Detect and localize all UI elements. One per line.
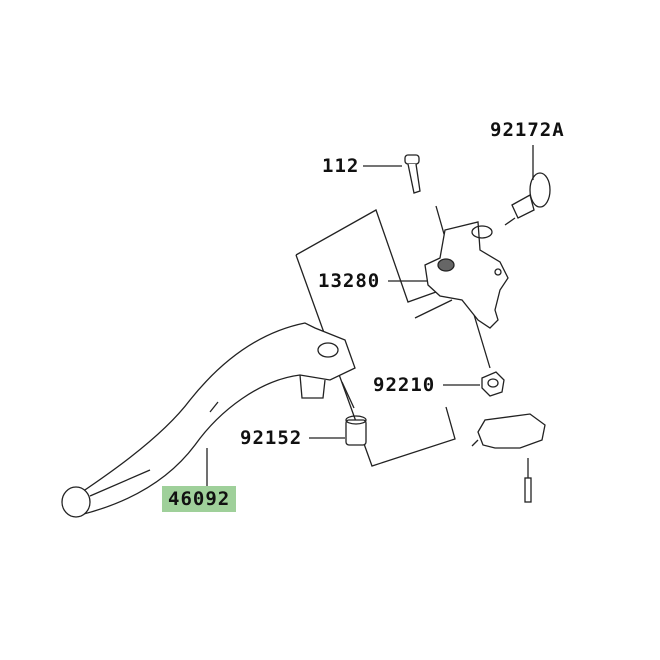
part-label-46092-highlighted[interactable]: 46092	[162, 486, 237, 512]
adjuster-part	[504, 172, 551, 226]
nut-part	[481, 371, 505, 397]
part-label-92152[interactable]: 92152	[240, 427, 303, 449]
switch-part	[471, 413, 546, 503]
collar-part	[345, 415, 367, 446]
part-label-92172a[interactable]: 92172A	[490, 119, 565, 141]
part-label-112[interactable]: 112	[322, 155, 360, 177]
holder-part	[424, 221, 509, 329]
leader-lines	[206, 145, 534, 487]
bolt-part	[404, 154, 421, 194]
part-label-13280[interactable]: 13280	[318, 270, 381, 292]
part-label-92210[interactable]: 92210	[373, 374, 436, 396]
lever-part	[61, 322, 356, 518]
